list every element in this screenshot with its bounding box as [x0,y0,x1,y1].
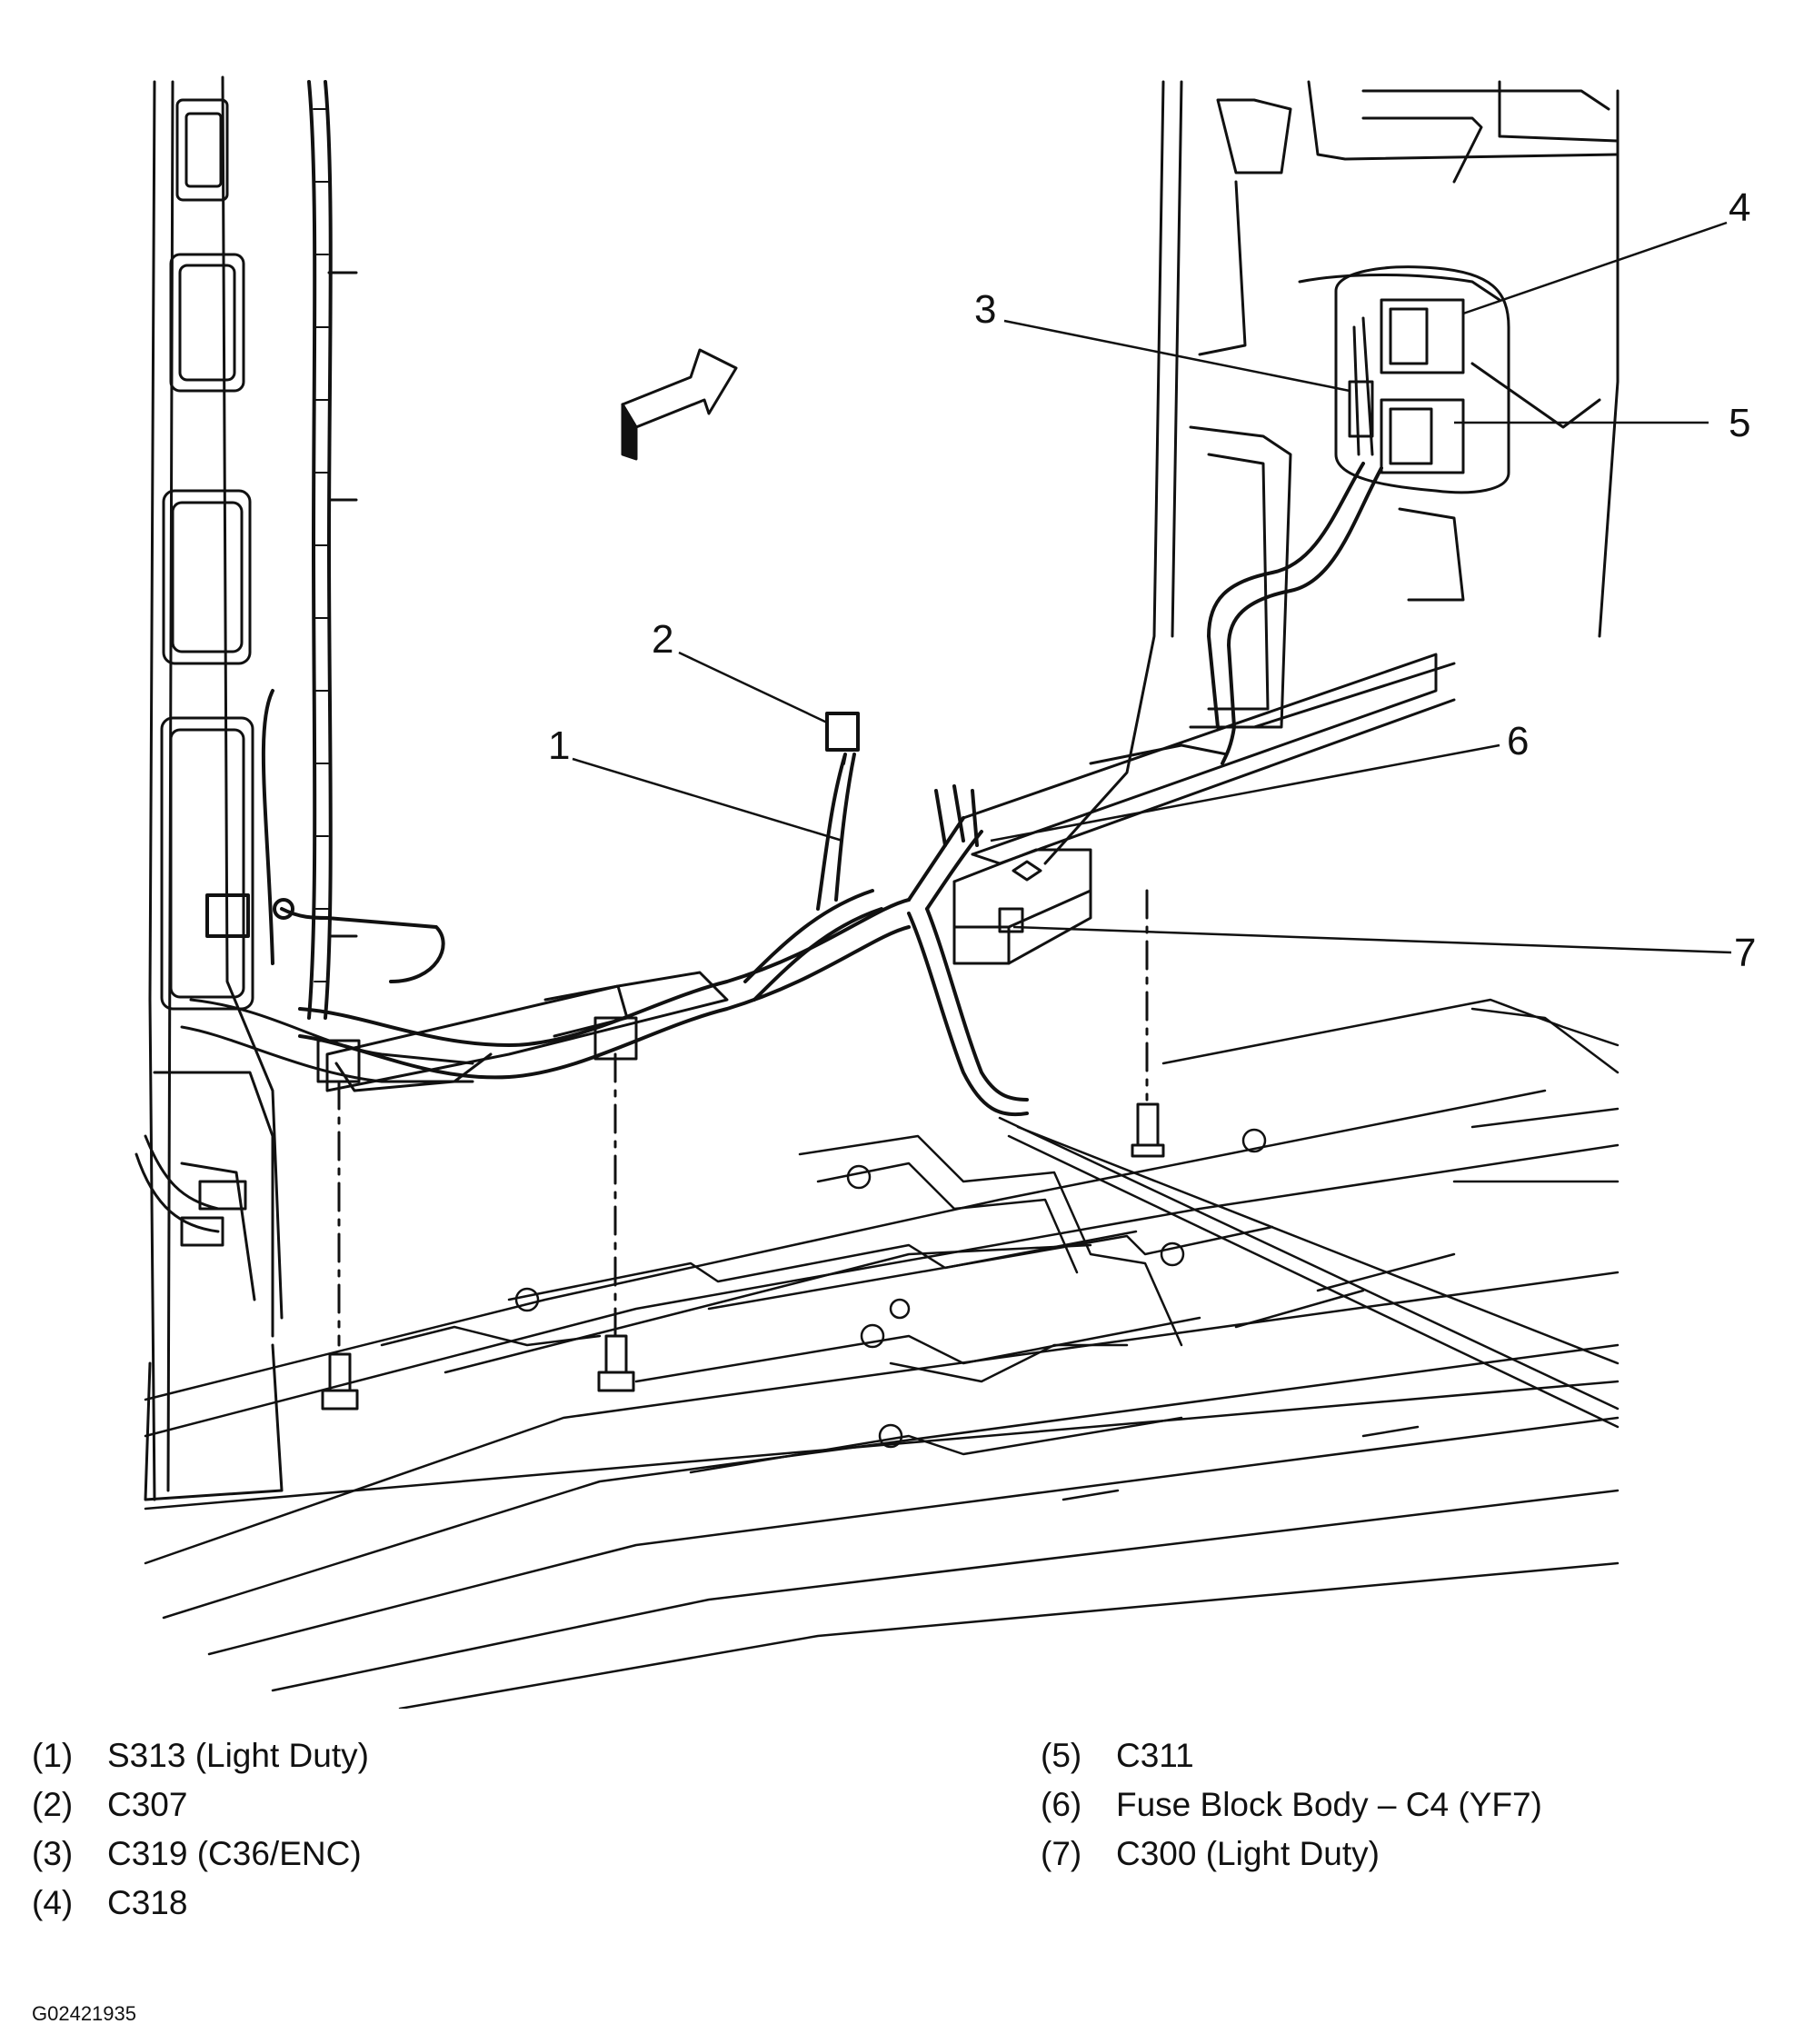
legend-item: (4) C318 [32,1879,369,1928]
callout-5: 5 [1729,401,1750,445]
legend-label: S313 (Light Duty) [107,1737,369,1774]
leader-line-6 [990,743,1500,843]
callout-3: 3 [974,287,996,332]
legend-number: (1) [32,1737,74,1774]
leader-line-1 [572,757,843,843]
legend-item: (2) C307 [32,1780,369,1830]
legend-number: (3) [32,1835,74,1872]
component-legend: (1) S313 (Light Duty) (2) C307 (3) C319 (C3… [32,1731,1759,1995]
harness-routing-diagram: 1 2 3 4 5 6 7 [135,75,1756,1709]
legend-column-right: (5) C311 (6) Fuse Block Body – C4 (YF7) (7… [1041,1731,1542,1879]
floor-crossmember [962,653,1456,865]
legend-item: (7) C300 (Light Duty) [1041,1830,1542,1879]
callout-6: 6 [1507,719,1529,763]
leader-line-2 [678,651,828,724]
legend-column-left: (1) S313 (Light Duty) (2) C307 (3) C319 (C3… [32,1731,369,1928]
right-harness [1207,462,1383,765]
legend-number: (2) [32,1786,74,1823]
legend-label: C307 [107,1786,188,1823]
connector-mount-bracket [1334,265,1510,494]
legend-label: C319 (C36/ENC) [107,1835,362,1872]
fuse-block-body [934,784,1092,965]
legend-item: (5) C311 [1041,1731,1542,1780]
main-harness [298,712,1029,1117]
legend-label: C300 (Light Duty) [1116,1835,1380,1872]
callout-7: 7 [1734,931,1756,975]
legend-label: C318 [107,1884,188,1921]
legend-item: (3) C319 (C36/ENC) [32,1830,369,1879]
right-body-pillar [1043,80,1620,865]
legend-label: Fuse Block Body – C4 (YF7) [1116,1786,1542,1823]
floor-pan [144,998,1620,1709]
leader-line-3 [1003,319,1350,393]
callout-4: 4 [1729,185,1750,230]
left-vertical-harness [205,80,445,1020]
harness-support-rail [325,971,729,1092]
callout-1: 1 [548,723,570,768]
figure-id: G02421935 [32,2002,136,2025]
left-body-pillar [144,75,284,1501]
leader-line-7 [1012,925,1732,954]
front-direction-arrow [621,348,738,461]
legend-number: (7) [1041,1835,1082,1872]
callout-2: 2 [652,617,673,662]
legend-number: (5) [1041,1737,1082,1774]
legend-label: C311 [1116,1737,1194,1774]
fasteners [316,889,1165,1411]
legend-item: (6) Fuse Block Body – C4 (YF7) [1041,1780,1542,1830]
legend-number: (6) [1041,1786,1082,1823]
legend-number: (4) [32,1884,74,1921]
legend-item: (1) S313 (Light Duty) [32,1731,369,1780]
leader-line-4 [1462,221,1728,315]
